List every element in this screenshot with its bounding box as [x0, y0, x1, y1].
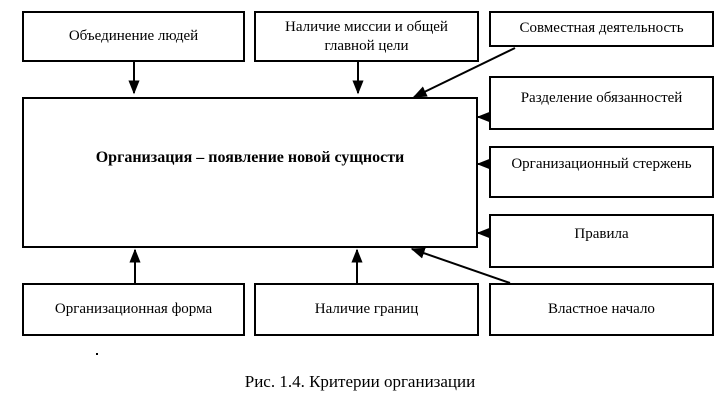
criterion-label: Организационная форма — [54, 301, 213, 317]
central-box: Организация – появление новой сущности — [22, 97, 478, 248]
central-label: Организация – появление новой сущности — [95, 149, 405, 166]
arrow-top-3 — [412, 47, 516, 98]
criterion-label: Наличие миссии и общей главной цели — [285, 18, 448, 54]
criterion-box-top-3: Совместная деятельность — [489, 11, 714, 47]
criterion-box-bottom-1: Организационная форма — [22, 283, 245, 336]
criterion-box-top-2: Наличие миссии и общей главной цели — [254, 11, 479, 62]
criterion-box-right-1: Разделение обязанностей — [489, 76, 714, 130]
criterion-label: Разделение обязанностей — [520, 90, 683, 106]
criterion-label: Совместная деятельность — [519, 20, 684, 36]
criterion-label: Правила — [574, 226, 629, 242]
criterion-box-right-2: Организационный стержень — [489, 146, 714, 198]
figure-caption: Рис. 1.4. Критерии организации — [244, 372, 476, 391]
criterion-box-bottom-2: Наличие границ — [254, 283, 479, 336]
criterion-label: Наличие границ — [314, 301, 419, 317]
criterion-box-bottom-3: Властное начало — [489, 283, 714, 336]
criterion-box-right-3: Правила — [489, 214, 714, 268]
criterion-label: Властное начало — [548, 301, 655, 317]
scan-speck — [96, 353, 98, 355]
criterion-label: Объединение людей — [68, 28, 199, 44]
criterion-box-top-1: Объединение людей — [22, 11, 245, 62]
criterion-label: Организационный стержень — [511, 156, 692, 172]
arrow-bottom-3 — [410, 247, 511, 284]
